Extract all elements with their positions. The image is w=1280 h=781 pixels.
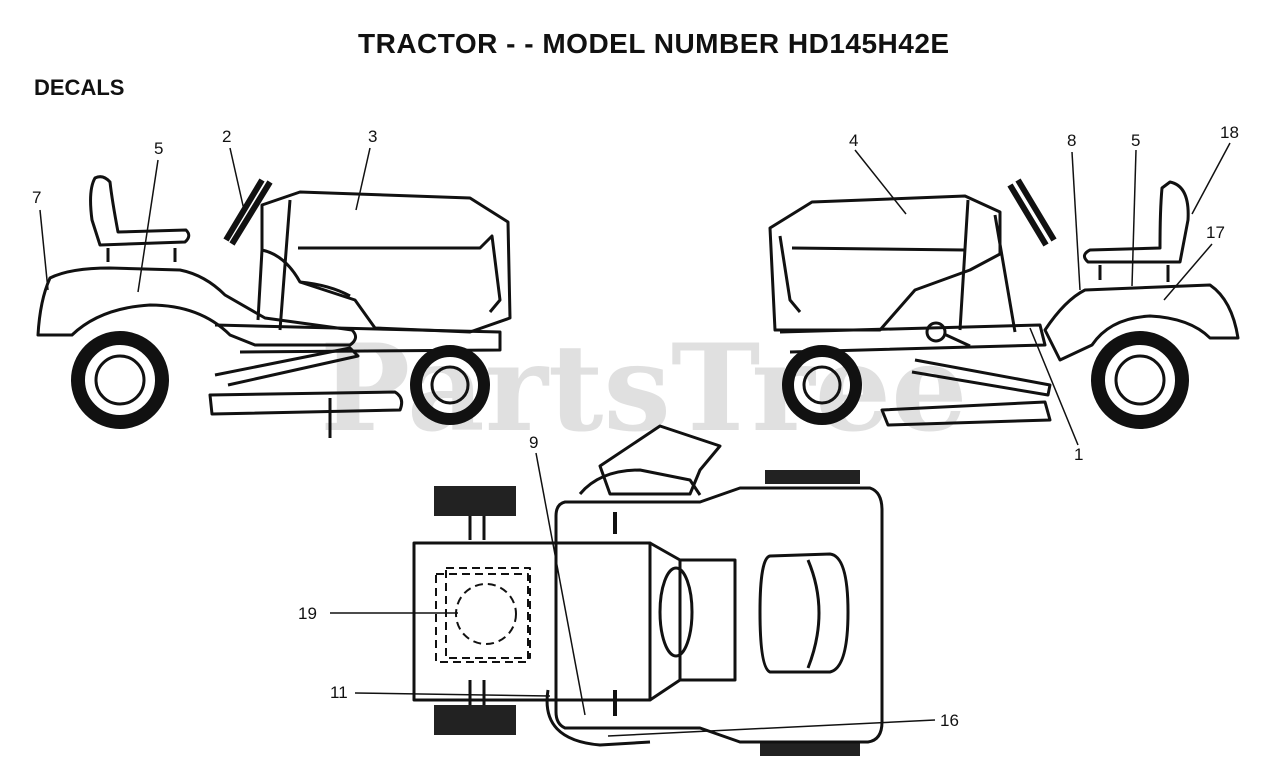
callout-18: 18 <box>1220 123 1239 142</box>
hood-left <box>260 190 512 334</box>
callout-4: 4 <box>849 131 858 150</box>
hood-top <box>412 541 652 702</box>
seat-right <box>1083 180 1190 264</box>
decal-19-outline <box>435 573 529 663</box>
callout-1: 1 <box>1074 445 1083 464</box>
section-label: DECALS <box>34 75 125 100</box>
rear-fender-right <box>1043 283 1240 362</box>
rear-tire-bottom <box>760 742 860 756</box>
tractor-left-side-view <box>36 175 512 438</box>
callout-5-right: 5 <box>1131 131 1140 150</box>
body-top <box>554 486 884 744</box>
front-wheel-left <box>410 345 490 425</box>
callout-19: 19 <box>298 604 317 623</box>
callout-16: 16 <box>940 711 959 730</box>
front-tire-bottom <box>434 705 516 735</box>
diagram-title: TRACTOR - - MODEL NUMBER HD145H42E <box>358 28 950 59</box>
callout-3: 3 <box>368 127 377 146</box>
steering-wheel-right <box>1007 178 1057 247</box>
callout-11: 11 <box>330 683 348 702</box>
front-tire-top <box>434 486 516 516</box>
tractor-right-side-view <box>768 178 1240 429</box>
tractor-top-view <box>412 424 884 756</box>
hood-right <box>768 194 1002 332</box>
callout-2: 2 <box>222 127 231 146</box>
front-wheel-right <box>782 345 862 425</box>
discharge-chute <box>598 424 722 496</box>
mower-deck-right <box>880 400 1052 427</box>
callout-17: 17 <box>1206 223 1225 242</box>
callout-7: 7 <box>32 188 41 207</box>
rear-tire-top <box>765 470 860 484</box>
callout-8: 8 <box>1067 131 1076 150</box>
rear-wheel-left <box>71 331 169 429</box>
callout-9: 9 <box>529 433 538 452</box>
seat-top <box>758 552 850 674</box>
seat-left <box>89 175 191 247</box>
rear-fender-left <box>36 266 357 347</box>
callout-leaders <box>39 142 1231 737</box>
mower-deck-left <box>208 390 404 416</box>
rear-wheel-right <box>1091 331 1189 429</box>
callout-5-left: 5 <box>154 139 163 158</box>
